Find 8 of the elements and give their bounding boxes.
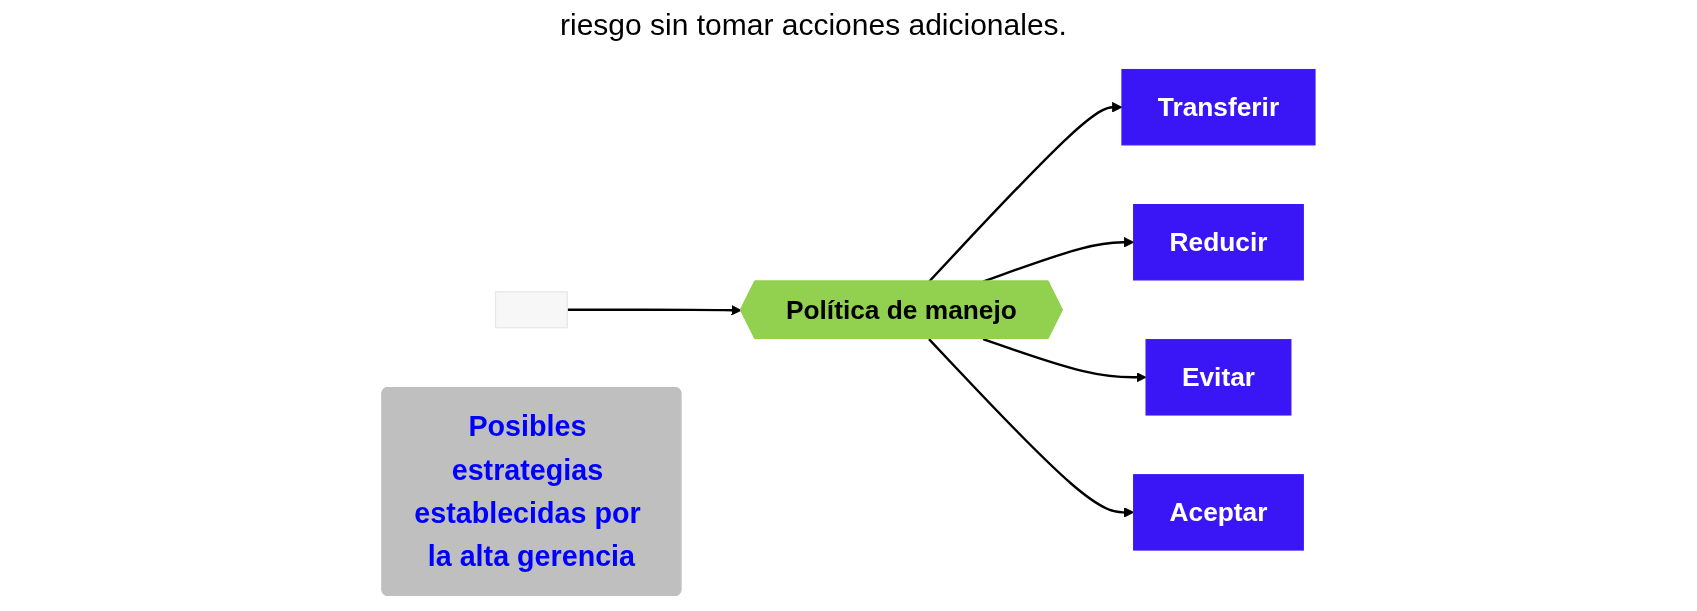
arrow: [982, 337, 1147, 383]
node-box: Aceptar: [1133, 474, 1304, 551]
node-box: Reducir: [1133, 204, 1304, 281]
node-box: Transferir: [1121, 68, 1316, 146]
node-box: Evitar: [1145, 339, 1292, 416]
arrow: [567, 304, 742, 316]
note-text: riesgo sin tomar acciones adicionales.: [560, 8, 1067, 42]
node-box: [494, 291, 568, 329]
